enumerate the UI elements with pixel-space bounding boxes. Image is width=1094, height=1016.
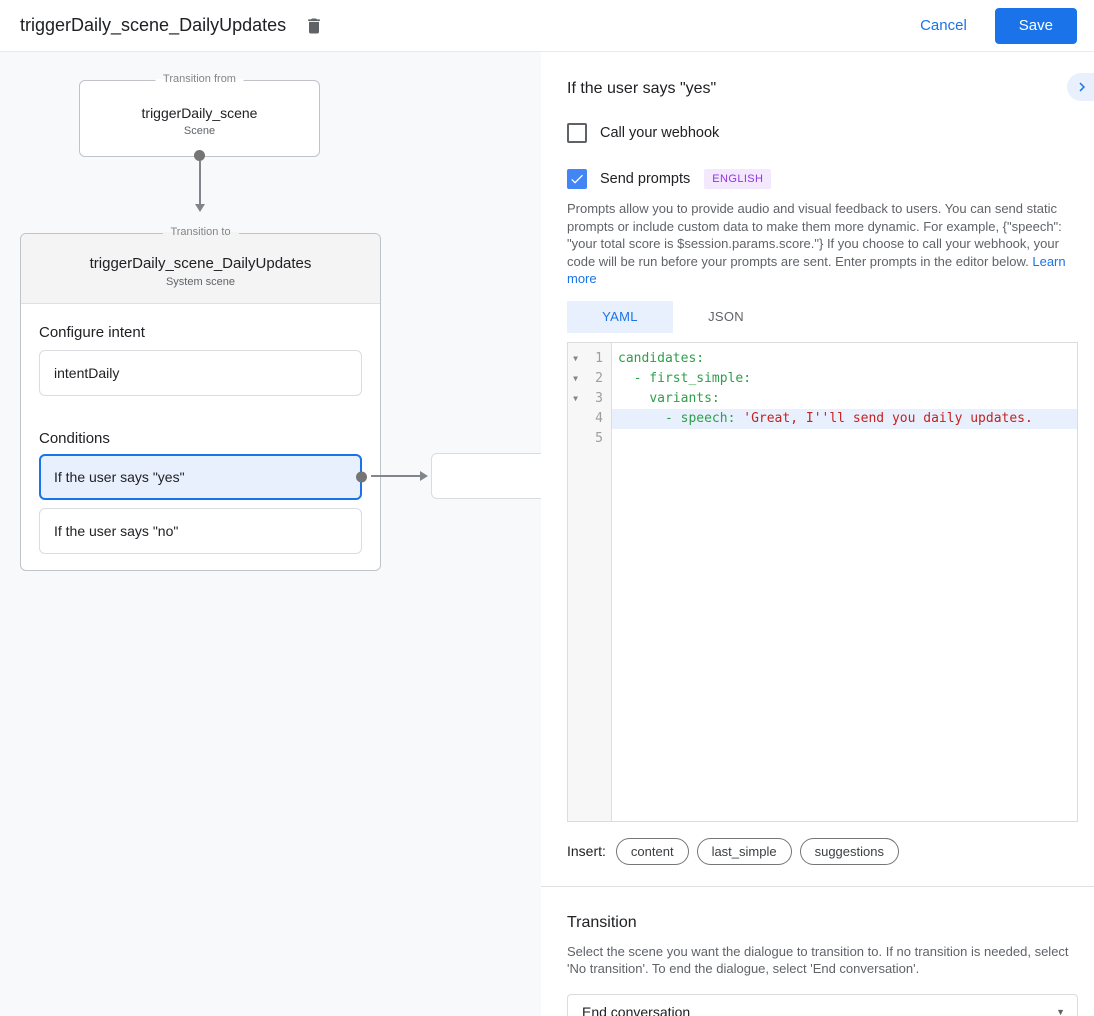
- from-scene-type: Scene: [183, 124, 216, 137]
- line-number: 5: [595, 431, 603, 446]
- code-token: - first_simple:: [633, 370, 752, 386]
- code-line-active: - speech: 'Great, I''ll send you daily u…: [612, 408, 1077, 429]
- insert-chip-content[interactable]: content: [615, 837, 689, 865]
- from-scene-name: triggerDaily_scene: [141, 104, 258, 121]
- connector-dot: [194, 150, 205, 161]
- code-line: [612, 429, 1077, 449]
- code-line: candidates:: [612, 349, 1077, 369]
- arrow-right-icon: [420, 471, 428, 481]
- trash-icon: [308, 18, 320, 33]
- conditions-label: Conditions: [39, 430, 110, 447]
- prompt-code-editor[interactable]: ▼ 1 ▼ 2 ▼ 3 4 5 candidates: - first_simple:…: [567, 341, 1078, 822]
- transition-from-legend: Transition from: [155, 73, 244, 85]
- transition-title: Transition: [567, 913, 637, 931]
- configure-intent-label: Configure intent: [39, 324, 145, 341]
- line-number: 2: [595, 371, 603, 386]
- transition-target-node[interactable]: [431, 453, 541, 499]
- code-line: variants:: [612, 389, 1077, 409]
- editor-format-tabs: YAML JSON: [567, 300, 1078, 333]
- code-token: [618, 411, 665, 426]
- call-webhook-label: Call your webhook: [600, 125, 720, 141]
- transition-to-card: Transition to triggerDaily_scene_DailyUp…: [20, 226, 381, 571]
- condition-label: If the user says "no": [54, 523, 179, 539]
- to-scene-name: triggerDaily_scene_DailyUpdates: [89, 255, 312, 272]
- connector-line-horizontal: [371, 475, 421, 477]
- code-token: [618, 391, 649, 406]
- send-prompts-label: Send prompts: [600, 171, 691, 187]
- call-webhook-checkbox[interactable]: [567, 123, 587, 143]
- tab-json[interactable]: JSON: [673, 301, 779, 333]
- transition-select[interactable]: End conversation ▼: [567, 993, 1078, 1016]
- scene-graph-canvas: Transition from triggerDaily_scene Scene…: [0, 52, 541, 1016]
- connector-dot: [356, 471, 367, 483]
- tab-yaml[interactable]: YAML: [567, 300, 673, 333]
- condition-item-yes[interactable]: If the user says "yes": [39, 454, 367, 500]
- collapse-panel-button[interactable]: [1067, 73, 1094, 101]
- intent-name: intentDaily: [54, 365, 120, 381]
- panel-title: If the user says "yes": [567, 80, 717, 97]
- fold-arrow-icon[interactable]: ▼: [573, 394, 578, 403]
- insert-label: Insert:: [567, 843, 606, 859]
- intent-item[interactable]: intentDaily: [39, 350, 362, 396]
- condition-label: If the user says "yes": [54, 469, 185, 485]
- to-scene-type: System scene: [165, 276, 236, 288]
- checkmark-icon: [571, 174, 583, 184]
- prompts-description-text: Prompts allow you to provide audio and v…: [567, 201, 1062, 269]
- insert-chip-last-simple[interactable]: last_simple: [696, 837, 792, 865]
- cancel-button[interactable]: Cancel: [920, 17, 967, 34]
- dropdown-caret-icon: ▼: [1056, 1007, 1065, 1016]
- chevron-right-icon: [1079, 82, 1085, 92]
- editor-code-area[interactable]: candidates: - first_simple: variants: - …: [612, 343, 1077, 821]
- transition-description: Select the scene you want the dialogue t…: [567, 943, 1069, 977]
- arrow-down-icon: [195, 204, 205, 212]
- save-button[interactable]: Save: [994, 7, 1077, 44]
- code-token: 'Great, I''ll send you daily updates.: [743, 410, 1033, 426]
- delete-button[interactable]: [300, 12, 328, 40]
- insert-chip-suggestions[interactable]: suggestions: [799, 837, 899, 865]
- transition-to-legend: Transition to: [162, 226, 239, 238]
- transition-section: Transition Select the scene you want the…: [541, 885, 1094, 1016]
- fold-arrow-icon[interactable]: ▼: [573, 374, 578, 383]
- condition-item-no[interactable]: If the user says "no": [39, 508, 362, 554]
- editor-gutter: ▼ 1 ▼ 2 ▼ 3 4 5: [568, 342, 612, 821]
- line-number: 3: [595, 391, 603, 406]
- line-number: 1: [595, 351, 603, 366]
- code-line: - first_simple:: [612, 369, 1077, 389]
- send-prompts-checkbox[interactable]: [567, 169, 587, 189]
- condition-detail-panel: If the user says "yes" Call your webhook…: [541, 52, 1094, 1016]
- code-token: candidates:: [618, 350, 705, 366]
- transition-select-value: End conversation: [582, 1004, 691, 1016]
- learn-more-link[interactable]: Learn more: [567, 253, 1066, 287]
- insert-toolbar: Insert: content last_simple suggestions: [567, 837, 1078, 865]
- connector-line-vertical: [199, 161, 201, 205]
- transition-to-header[interactable]: triggerDaily_scene_DailyUpdates System s…: [21, 234, 380, 304]
- code-token: - speech:: [664, 410, 736, 426]
- code-token: [618, 371, 634, 386]
- topbar: triggerDaily_scene_DailyUpdates Cancel S…: [0, 0, 1094, 52]
- prompts-description: Prompts allow you to provide audio and v…: [567, 200, 1078, 288]
- language-badge: ENGLISH: [704, 169, 772, 189]
- code-token: variants:: [649, 390, 720, 406]
- fold-arrow-icon[interactable]: ▼: [573, 354, 578, 363]
- transition-from-node[interactable]: Transition from triggerDaily_scene Scene: [79, 73, 320, 157]
- page-title: triggerDaily_scene_DailyUpdates: [20, 15, 287, 35]
- line-number: 4: [595, 411, 603, 426]
